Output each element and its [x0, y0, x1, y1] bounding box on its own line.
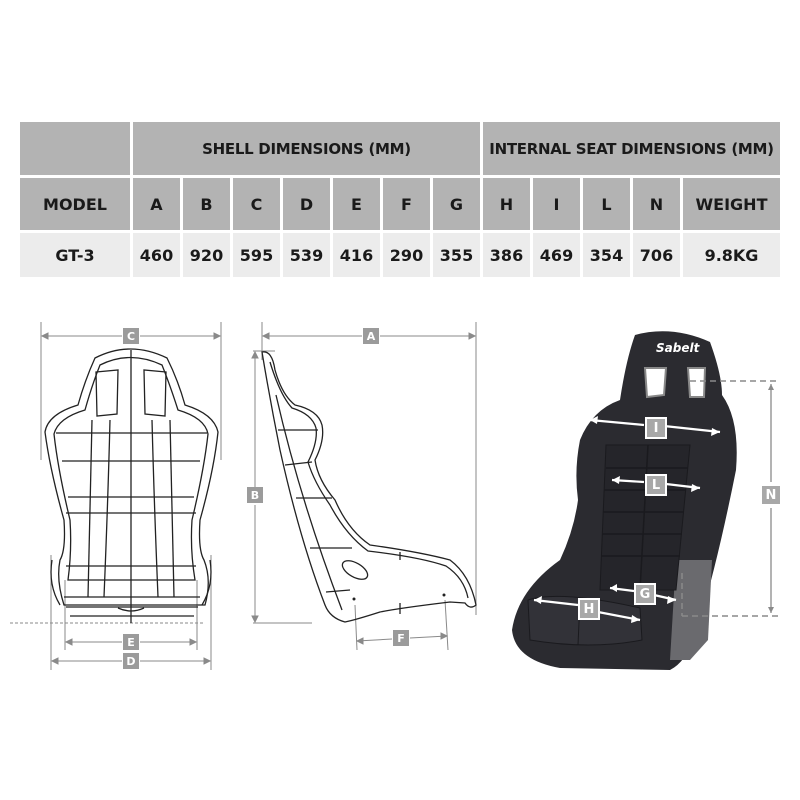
col-header-e: E — [333, 178, 380, 230]
cell-a: 460 — [133, 233, 180, 277]
col-header-model: MODEL — [20, 178, 130, 230]
col-header-f: F — [383, 178, 430, 230]
table-corner — [20, 122, 130, 175]
cell-g: 355 — [433, 233, 480, 277]
cell-h: 386 — [483, 233, 530, 277]
col-header-h: H — [483, 178, 530, 230]
cell-weight: 9.8KG — [683, 233, 780, 277]
dim-label-e: E — [123, 634, 139, 650]
shell-dimensions-header: SHELL DIMENSIONS (MM) — [133, 122, 480, 175]
photo-label-i: I — [645, 417, 667, 439]
cell-l: 354 — [583, 233, 630, 277]
col-header-c: C — [233, 178, 280, 230]
cell-b: 920 — [183, 233, 230, 277]
cell-n: 706 — [633, 233, 680, 277]
brand-logo: Sabelt — [656, 341, 700, 355]
photo-label-l: L — [645, 474, 667, 496]
col-header-i: I — [533, 178, 580, 230]
cell-c: 595 — [233, 233, 280, 277]
cell-i: 469 — [533, 233, 580, 277]
col-header-g: G — [433, 178, 480, 230]
dim-label-d: D — [123, 653, 139, 669]
photo-label-g: G — [634, 583, 656, 605]
dim-label-f: F — [393, 630, 409, 646]
col-header-l: L — [583, 178, 630, 230]
internal-dimensions-header: INTERNAL SEAT DIMENSIONS (MM) — [483, 122, 780, 175]
col-header-b: B — [183, 178, 230, 230]
col-header-n: N — [633, 178, 680, 230]
dim-label-a: A — [363, 328, 379, 344]
col-header-weight: WEIGHT — [683, 178, 780, 230]
cell-model: GT-3 — [20, 233, 130, 277]
dim-label-b: B — [247, 487, 263, 503]
col-header-a: A — [133, 178, 180, 230]
col-header-d: D — [283, 178, 330, 230]
dim-label-c: C — [123, 328, 139, 344]
photo-label-h: H — [578, 598, 600, 620]
cell-f: 290 — [383, 233, 430, 277]
cell-e: 416 — [333, 233, 380, 277]
cell-d: 539 — [283, 233, 330, 277]
photo-label-n: N — [760, 484, 782, 506]
